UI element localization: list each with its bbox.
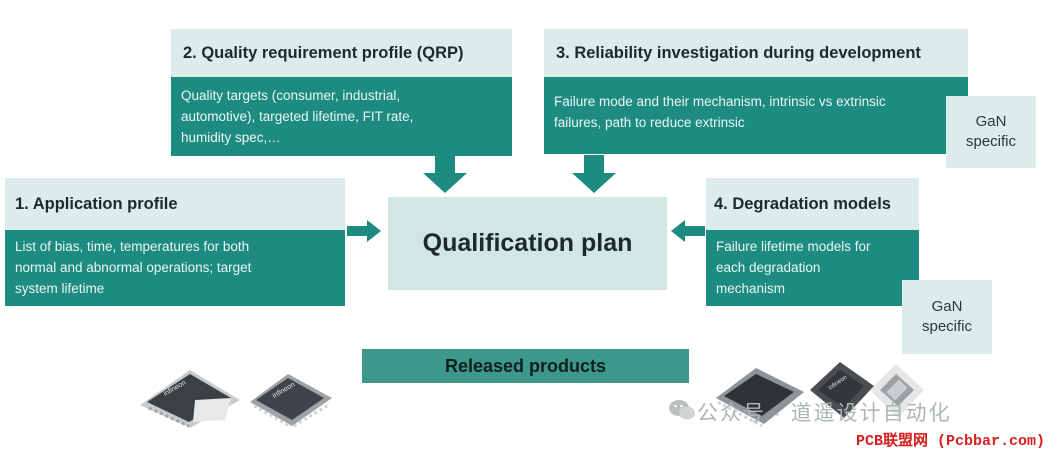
wechat-icon [669,400,695,420]
chip-package-1: infineon [140,370,240,428]
degradation-title: 4. Degradation models [714,194,891,213]
reliability-title: 3. Reliability investigation during deve… [556,43,921,62]
qrp-text: Quality targets (consumer, industrial, a… [171,77,512,156]
chip-package-3 [716,368,804,428]
watermark-text: 公众号 · 道遥设计自动化 [697,402,952,425]
released-products-bar: Released products [362,349,689,383]
application-title: 1. Application profile [15,194,178,213]
degradation-box: 4. Degradation models Failure lifetime m… [706,178,919,306]
qrp-box: 2. Quality requirement profile (QRP) Qua… [171,29,512,156]
application-box: 1. Application profile List of bias, tim… [5,178,345,306]
arrow-right-icon [347,220,381,242]
reliability-box: 3. Reliability investigation during deve… [544,29,968,154]
qrp-title: 2. Quality requirement profile (QRP) [183,43,464,62]
reliability-text: Failure mode and their mechanism, intrin… [544,77,968,154]
arrow-down-qrp-icon [423,155,467,193]
arrow-left-icon [671,220,705,242]
application-text: List of bias, time, temperatures for bot… [5,230,345,306]
chip-package-5 [870,364,924,418]
footer-credit: PCB联盟网 (Pcbbar.com) [856,433,1046,450]
gan-tag-reliability: GaN specific [946,96,1036,168]
qualification-plan: Qualification plan [388,197,667,290]
chip-package-4: infineon [810,362,874,418]
gan-tag-degradation: GaN specific [902,280,992,354]
degradation-text: Failure lifetime models for each degrada… [706,230,919,306]
arrow-down-reliability-icon [572,155,616,193]
chip-package-2: infineon [250,374,332,428]
